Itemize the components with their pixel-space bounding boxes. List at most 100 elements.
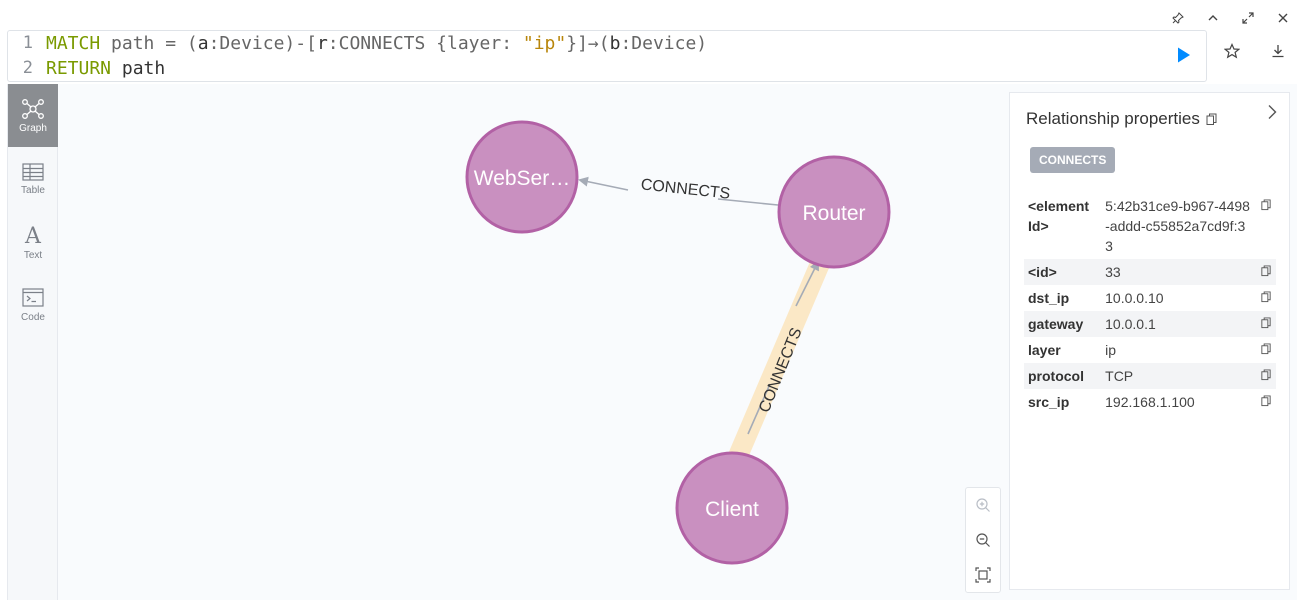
- editor-line-1: 1 MATCH path = (a:Device)-[r:CONNECTS {l…: [8, 31, 1206, 56]
- zoom-controls: [965, 487, 1001, 593]
- node-label: Router: [802, 202, 865, 225]
- property-key: <element Id>: [1028, 198, 1090, 234]
- property-value: TCP: [1105, 368, 1134, 384]
- keyword-match: MATCH: [46, 33, 101, 54]
- copy-icon: [1261, 199, 1271, 211]
- graph-canvas[interactable]: CONNECTS CONNECTS WebSer… Router Client: [58, 84, 1298, 600]
- copy-value-button[interactable]: [1255, 285, 1276, 311]
- properties-title: Relationship properties: [1026, 109, 1217, 129]
- editor-side-actions: [1221, 40, 1289, 62]
- view-label: Code: [21, 311, 45, 323]
- pin-icon[interactable]: [1165, 8, 1190, 28]
- zoom-in-button[interactable]: [971, 493, 995, 517]
- node-webserver[interactable]: WebSer…: [465, 120, 579, 234]
- property-row: layer ip: [1024, 337, 1276, 363]
- code-token: :Device): [620, 33, 708, 54]
- keyword-return: RETURN: [46, 58, 112, 79]
- code-string: "ip": [522, 33, 567, 54]
- view-label: Table: [21, 184, 45, 196]
- property-key: protocol: [1028, 368, 1084, 384]
- property-key: dst_ip: [1028, 290, 1070, 306]
- view-text-tab[interactable]: A Text: [8, 210, 58, 273]
- property-value: 192.168.1.100: [1105, 394, 1195, 410]
- node-label: WebSer…: [474, 167, 570, 190]
- code-token: b: [609, 33, 621, 54]
- download-button[interactable]: [1267, 40, 1289, 62]
- property-key: <id>: [1028, 264, 1057, 280]
- run-button[interactable]: [1172, 43, 1196, 67]
- properties-title-text: Relationship properties: [1026, 109, 1200, 128]
- star-icon: [1224, 43, 1240, 59]
- property-row: protocol TCP: [1024, 363, 1276, 389]
- property-key: layer: [1028, 342, 1061, 358]
- cypher-editor[interactable]: 1 MATCH path = (a:Device)-[r:CONNECTS {l…: [7, 30, 1207, 82]
- line-number: 1: [22, 33, 33, 53]
- property-row: src_ip 192.168.1.100: [1024, 389, 1276, 415]
- play-icon: [1178, 47, 1190, 63]
- code-token: path = (: [100, 33, 198, 54]
- code-token: }]→(: [566, 33, 610, 54]
- property-row: gateway 10.0.0.1: [1024, 311, 1276, 337]
- fit-screen-icon: [975, 567, 991, 583]
- graph-icon: [22, 98, 44, 119]
- result-frame: Graph Table A Text Code: [7, 84, 1297, 600]
- property-key: src_ip: [1028, 394, 1070, 410]
- graph-svg: CONNECTS CONNECTS WebSer… Router Client: [465, 120, 891, 565]
- copy-icon: [1261, 291, 1271, 303]
- table-icon: [22, 162, 44, 181]
- edge-label: CONNECTS: [640, 176, 731, 202]
- code-token: :CONNECTS {layer:: [327, 33, 523, 54]
- window-controls: [1165, 8, 1295, 28]
- copy-value-button[interactable]: [1255, 389, 1276, 415]
- copy-icon: [1261, 265, 1271, 277]
- code-token: path: [111, 58, 166, 79]
- view-graph-tab[interactable]: Graph: [8, 84, 58, 147]
- text-icon: A: [24, 224, 42, 247]
- zoom-in-icon: [976, 498, 990, 513]
- view-label: Text: [23, 249, 43, 261]
- download-icon: [1272, 45, 1284, 58]
- properties-table: <element Id>5:42b31ce9-b967-4498-addd-c5…: [1024, 193, 1276, 415]
- property-row: <element Id>5:42b31ce9-b967-4498-addd-c5…: [1024, 193, 1276, 259]
- code-icon: [22, 287, 44, 307]
- view-switcher: Graph Table A Text Code: [8, 84, 58, 600]
- line-number: 2: [22, 58, 33, 78]
- close-icon[interactable]: [1270, 8, 1295, 28]
- fit-to-screen-button[interactable]: [971, 563, 995, 587]
- node-router[interactable]: Router: [777, 155, 891, 269]
- collapse-up-icon[interactable]: [1200, 8, 1225, 28]
- node-label: Client: [705, 498, 759, 521]
- copy-icon: [1261, 343, 1271, 355]
- fullscreen-icon[interactable]: [1235, 8, 1260, 28]
- copy-value-button[interactable]: [1255, 311, 1276, 337]
- collapse-panel-button[interactable]: [1263, 103, 1281, 121]
- relationship-type-badge[interactable]: CONNECTS: [1030, 147, 1116, 173]
- edge-router-webserver[interactable]: CONNECTS: [578, 176, 779, 206]
- editor-line-2: 2 RETURN path: [8, 56, 1206, 81]
- code-token: :Device)-[: [208, 33, 317, 54]
- copy-icon: [1261, 369, 1271, 381]
- property-value: 33: [1105, 264, 1121, 280]
- copy-icon: [1261, 317, 1271, 329]
- copy-icon[interactable]: [1206, 113, 1217, 126]
- copy-value-button[interactable]: [1255, 337, 1276, 363]
- node-client[interactable]: Client: [675, 451, 789, 565]
- property-value: 10.0.0.1: [1105, 316, 1156, 332]
- properties-panel: Relationship properties CONNECTS <elemen…: [1009, 92, 1290, 590]
- zoom-out-button[interactable]: [971, 528, 995, 552]
- chevron-right-icon: [1268, 105, 1277, 119]
- view-code-tab[interactable]: Code: [8, 273, 58, 336]
- property-value: ip: [1105, 342, 1117, 358]
- copy-icon: [1261, 395, 1271, 407]
- code-token: a: [197, 33, 209, 54]
- svg-text:A: A: [24, 224, 42, 247]
- copy-value-button[interactable]: [1255, 363, 1276, 389]
- code-token: r: [316, 33, 328, 54]
- property-row: <id> 33: [1024, 259, 1276, 285]
- favorite-button[interactable]: [1221, 40, 1243, 62]
- view-table-tab[interactable]: Table: [8, 147, 58, 210]
- copy-value-button[interactable]: [1255, 259, 1276, 285]
- copy-value-button[interactable]: [1255, 193, 1276, 259]
- zoom-out-icon: [976, 533, 990, 547]
- property-key: gateway: [1028, 316, 1084, 332]
